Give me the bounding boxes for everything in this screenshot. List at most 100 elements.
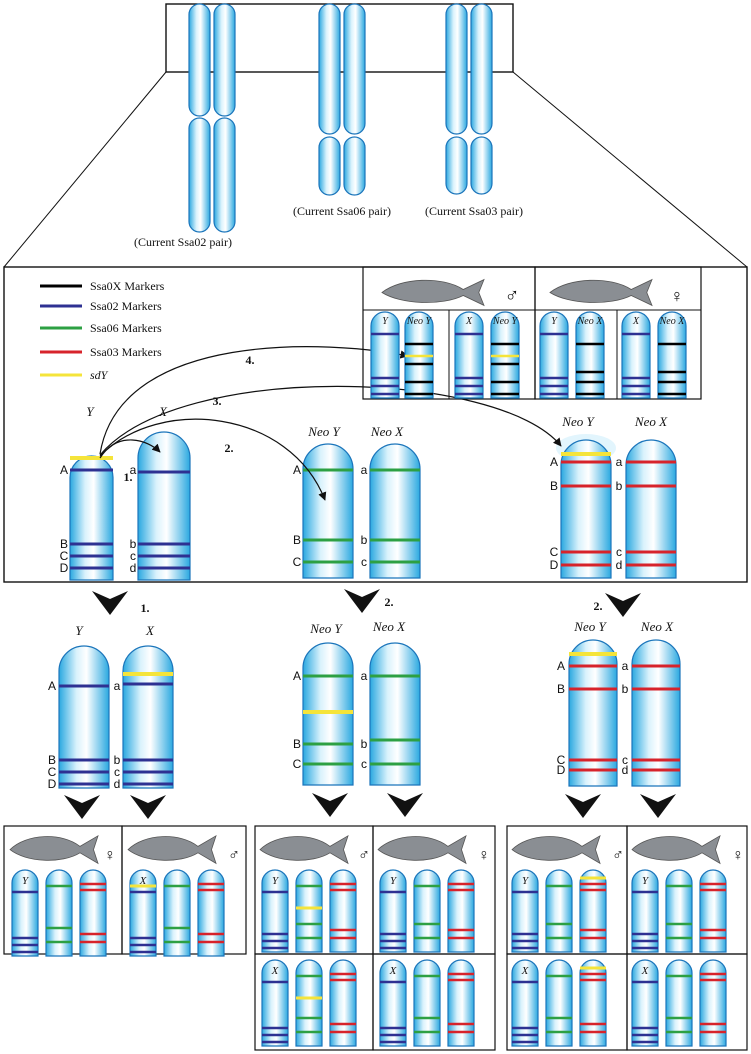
kary-ssa03-f1-chr3 xyxy=(699,869,727,953)
ssa06-anc-marker-B: B xyxy=(293,533,301,547)
chevron-small-3 xyxy=(387,793,423,817)
kary-ssa03-m1-label: Y xyxy=(522,875,530,887)
ssa03-der-marker-A: A xyxy=(557,659,565,673)
inset-male-pair2-label-left: X xyxy=(465,316,473,327)
kary-ssa06-f1-chr1 xyxy=(379,869,407,953)
kary-ssa02-f-chr2 xyxy=(45,869,73,957)
kary-ssa06-m1-chr1 xyxy=(261,869,289,953)
kary-ssa06-f1-chr2 xyxy=(413,869,441,953)
kary-ssa03-m2-chr2 xyxy=(545,959,573,1047)
chrom-current-ssa06-b-seg1 xyxy=(343,136,366,196)
chrom-current-ssa03-a-seg1 xyxy=(445,136,468,195)
legend-sdy: sdY xyxy=(90,368,109,382)
male-symbol-ssa02: ♂ xyxy=(228,847,240,864)
ssa03-anc-marker-b: b xyxy=(616,479,623,493)
label-current-ssa02: (Current Ssa02 pair) xyxy=(134,235,232,249)
chrom-ssa02-y xyxy=(69,455,114,581)
kary-ssa03-f1-chr1 xyxy=(631,869,659,953)
chevron-small-1 xyxy=(130,795,166,819)
kary-ssa03-f1-label: Y xyxy=(642,875,650,887)
chrom-current-ssa06-b-seg0 xyxy=(343,3,366,135)
kary-ssa06-m2-chr2 xyxy=(295,959,323,1047)
inset-female-pair1-label-left: Y xyxy=(551,316,558,327)
salmon-ssa02-female xyxy=(9,834,99,865)
label-x-ssa02: X xyxy=(158,404,168,419)
legend: Ssa0X Markers Ssa02 Markers Ssa06 Marker… xyxy=(40,279,165,382)
label-neoy-ssa03: Neo Y xyxy=(561,414,595,429)
ssa03-der-marker-d: d xyxy=(622,763,629,777)
chrom-current-ssa03-a-seg0 xyxy=(445,3,468,135)
ssa02-anc-marker-a: a xyxy=(130,463,137,477)
legend-ssa03: Ssa03 Markers xyxy=(90,345,162,359)
ssa03-der-marker-C: C xyxy=(557,753,566,767)
salmon-female-inset xyxy=(549,278,653,307)
ssa06-der-marker-B: B xyxy=(293,737,301,751)
ssa02-anc-marker-B: B xyxy=(60,537,68,551)
ssa06-der-marker-b: b xyxy=(361,737,368,751)
derived-ssa02-x xyxy=(122,645,174,789)
kary-ssa03-f1-chr2 xyxy=(665,869,693,953)
ssa02-der-marker-c: c xyxy=(114,765,120,779)
arrow-step-4 xyxy=(99,346,409,455)
step-4-inner: 4. xyxy=(246,353,255,367)
chrom-ssa03-neox xyxy=(625,439,677,579)
chrom-current-ssa02-b-seg1 xyxy=(213,117,236,233)
ssa03-anc-marker-D: D xyxy=(550,558,559,572)
chevron-step-1 xyxy=(92,591,128,615)
derived-ssa06-neoy xyxy=(302,642,354,786)
ssa02-der-marker-b: b xyxy=(114,753,121,767)
label-neoy-der-ssa03: Neo Y xyxy=(573,619,607,634)
bottom-panel-ssa06-female-2 xyxy=(372,953,496,1051)
ssa03-anc-marker-C: C xyxy=(550,545,559,559)
female-symbol-ssa02: ♀ xyxy=(104,847,116,864)
label-y-ssa02: Y xyxy=(86,404,95,419)
label-neox-ssa06: Neo X xyxy=(370,424,404,439)
female-symbol-ssa06: ♀ xyxy=(478,847,490,864)
inset-female-box xyxy=(534,266,702,400)
step-1-inner: 1. xyxy=(124,470,133,484)
step-3-inner: 3. xyxy=(213,394,222,408)
chrom-ssa02-x xyxy=(137,431,191,581)
kary-ssa06-f1-chr3 xyxy=(447,869,475,953)
kary-ssa06-m1-label: Y xyxy=(272,875,280,887)
ssa02-anc-marker-C: C xyxy=(60,549,69,563)
ssa02-anc-marker-c: c xyxy=(130,549,136,563)
chevron-small-5 xyxy=(640,794,676,818)
arrow-step-2 xyxy=(99,418,327,501)
legend-ssa0x: Ssa0X Markers xyxy=(90,279,165,293)
female-symbol-inset: ♀ xyxy=(670,286,684,306)
ssa06-der-marker-a: a xyxy=(361,669,368,683)
chrom-ssa06-neoy xyxy=(302,443,354,579)
label-y-der-ssa02: Y xyxy=(75,623,84,638)
label-neox-der-ssa03: Neo X xyxy=(640,619,674,634)
ssa02-der-marker-d: d xyxy=(114,777,121,791)
chrom-current-ssa02-a-seg0 xyxy=(188,3,211,117)
step-2b-label: 2. xyxy=(594,599,603,613)
ssa02-der-marker-B: B xyxy=(48,753,56,767)
ssa03-anc-marker-A: A xyxy=(550,455,558,469)
kary-ssa03-m1-chr2 xyxy=(545,869,573,953)
ssa03-anc-marker-B: B xyxy=(550,479,558,493)
kary-ssa06-m2-label: X xyxy=(271,965,280,977)
ssa06-der-marker-c: c xyxy=(361,757,367,771)
ssa06-der-marker-C: C xyxy=(293,757,302,771)
label-neoy-der-ssa06: Neo Y xyxy=(309,621,343,636)
ssa03-anc-marker-a: a xyxy=(616,455,623,469)
chevron-step-2b xyxy=(605,593,641,617)
kary-ssa03-m2-label: X xyxy=(521,965,530,977)
ssa06-anc-marker-C: C xyxy=(293,555,302,569)
label-neox-ssa03: Neo X xyxy=(634,414,668,429)
kary-ssa02-m-chr2 xyxy=(163,869,191,957)
chrom-current-ssa03-b-seg1 xyxy=(470,136,493,195)
legend-ssa06: Ssa06 Markers xyxy=(90,321,162,335)
inset-female-pair2-label-left: X xyxy=(632,316,640,327)
inset-male-pair1-label-left: Y xyxy=(382,316,389,327)
ssa03-der-marker-b: b xyxy=(622,682,629,696)
salmon-ssa03-male xyxy=(511,834,601,865)
chrom-current-ssa06-a-seg0 xyxy=(318,3,341,135)
ssa02-anc-marker-b: b xyxy=(130,537,137,551)
label-neox-der-ssa06: Neo X xyxy=(372,619,406,634)
kary-ssa06-f1-label: Y xyxy=(390,875,398,887)
